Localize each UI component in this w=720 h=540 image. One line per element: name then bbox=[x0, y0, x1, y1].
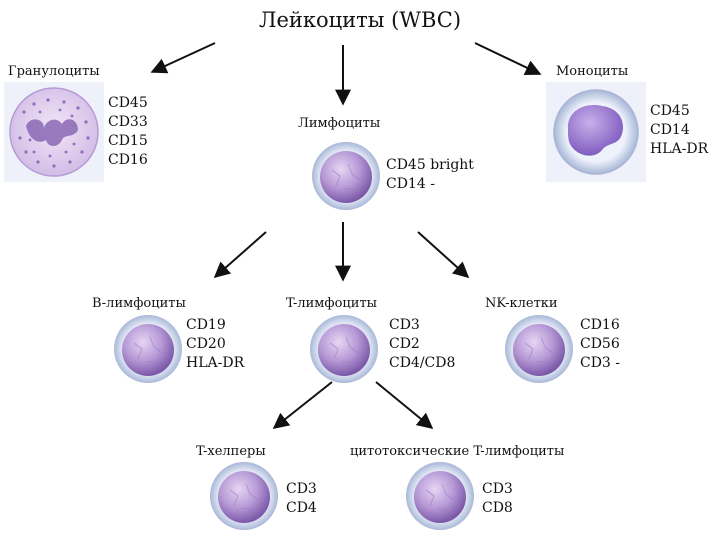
cytotoxic-t-label: цитотоксические T-лимфоциты bbox=[350, 444, 565, 459]
marker: CD3 - bbox=[580, 355, 621, 371]
diagram-title: Лейкоциты (WBC) bbox=[258, 8, 462, 32]
marker: CD15 bbox=[108, 133, 148, 149]
marker: CD3 bbox=[389, 317, 420, 333]
marker: CD14 bbox=[650, 122, 690, 138]
b-lymphocytes-label: B-лимфоциты bbox=[92, 296, 186, 311]
marker: CD20 bbox=[186, 336, 226, 352]
marker: CD2 bbox=[389, 336, 420, 352]
marker: CD3 bbox=[482, 481, 513, 497]
granulocytes-label: Гранулоциты bbox=[8, 64, 100, 79]
marker: CD8 bbox=[482, 500, 513, 516]
t-lymphocytes-markers: CD3 CD2 CD4/CD8 bbox=[389, 316, 455, 373]
nk-cells-label: NK-клетки bbox=[485, 296, 558, 311]
marker: HLA-DR bbox=[186, 355, 245, 371]
marker: CD3 bbox=[286, 481, 317, 497]
arrow-to-cytotoxic-t bbox=[375, 381, 434, 430]
granulocytes-markers: CD45 CD33 CD15 CD16 bbox=[108, 94, 148, 170]
monocyte-cell-image bbox=[546, 82, 646, 182]
nk-cell-image bbox=[505, 315, 573, 383]
marker: CD16 bbox=[580, 317, 620, 333]
arrow-to-b-lymphocytes bbox=[213, 231, 267, 279]
granulocyte-cell-image bbox=[4, 82, 104, 182]
marker: CD4 bbox=[286, 500, 317, 516]
lymphocytes-label: Лимфоциты bbox=[298, 116, 381, 131]
cytotoxic-t-markers: CD3 CD8 bbox=[482, 480, 513, 518]
b-lymphocytes-markers: CD19 CD20 HLA-DR bbox=[186, 316, 244, 373]
marker: CD4/CD8 bbox=[389, 355, 456, 371]
t-helper-cell-image bbox=[210, 462, 278, 530]
cytotoxic-t-cell-image bbox=[406, 462, 474, 530]
monocytes-label: Моноциты bbox=[556, 64, 629, 79]
arrow-to-granulocytes bbox=[150, 42, 216, 74]
marker: CD56 bbox=[580, 336, 620, 352]
arrow-to-t-helpers bbox=[272, 381, 333, 429]
marker: CD19 bbox=[186, 317, 226, 333]
t-lymphocyte-cell-image bbox=[310, 315, 378, 383]
lymphocyte-cell-image bbox=[312, 142, 380, 210]
marker: CD45 bbox=[650, 103, 690, 119]
lymphocytes-markers: CD45 bright CD14 - bbox=[386, 156, 474, 194]
marker: CD16 bbox=[108, 152, 148, 168]
t-helpers-markers: CD3 CD4 bbox=[286, 480, 317, 518]
marker: CD14 - bbox=[386, 176, 435, 192]
marker: CD33 bbox=[108, 114, 148, 130]
nk-cells-markers: CD16 CD56 CD3 - bbox=[580, 316, 620, 373]
arrow-to-monocytes bbox=[474, 42, 542, 76]
marker: HLA-DR bbox=[650, 141, 709, 157]
marker: CD45 bbox=[108, 95, 148, 111]
t-helpers-label: T-хелперы bbox=[196, 444, 266, 459]
b-lymphocyte-cell-image bbox=[114, 315, 182, 383]
marker: CD45 bright bbox=[386, 157, 474, 173]
monocytes-markers: CD45 CD14 HLA-DR bbox=[650, 102, 708, 159]
arrow-to-nk-cells bbox=[417, 231, 470, 279]
t-lymphocytes-label: T-лимфоциты bbox=[286, 296, 377, 311]
